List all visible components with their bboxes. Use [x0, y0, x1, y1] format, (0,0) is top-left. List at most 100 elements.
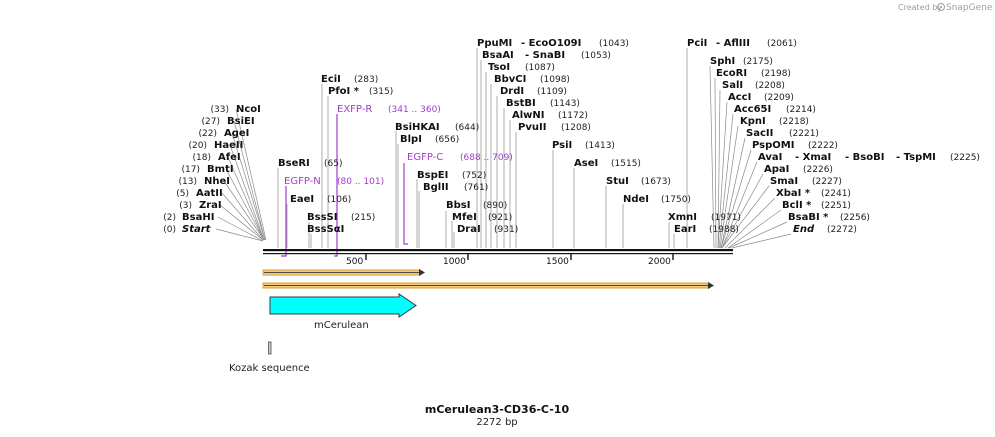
enzyme-position: (2208)	[755, 81, 785, 91]
enzyme-name: - AflIII	[716, 38, 750, 49]
enzyme-site-pvuii[interactable]: PvuII (1208)	[518, 122, 591, 133]
enzyme-site-acc65i[interactable]: Acc65I (2214)	[734, 104, 816, 115]
enzyme-site-ndei[interactable]: NdeI (1750)	[623, 194, 691, 205]
enzyme-position: (2227)	[812, 177, 842, 187]
enzyme-site-alwni[interactable]: AlwNI (1172)	[512, 110, 588, 121]
enzyme-site-ppumi[interactable]: PpuMI - EcoO109I (1043)	[477, 38, 629, 49]
orf-2[interactable]	[262, 282, 714, 289]
enzyme-site-blpi[interactable]: BlpI (656)	[400, 134, 459, 145]
enzyme-site-bmti[interactable]: (17) BmtI	[182, 164, 234, 175]
enzyme-site-eaei[interactable]: EaeI (106)	[290, 194, 351, 205]
enzyme-site-avai[interactable]: AvaI - XmaI - BsoBI - TspMI (2225)	[758, 152, 980, 163]
feature-mcerulean[interactable]: mCerulean	[269, 293, 417, 331]
enzyme-site-bseri[interactable]: BseRI (65)	[278, 158, 342, 169]
enzyme-position: (1087)	[525, 63, 555, 73]
enzyme-site-bsahi[interactable]: (2) BsaHI	[163, 212, 214, 223]
enzyme-site-eari[interactable]: EarI (1988)	[674, 224, 739, 235]
enzyme-site-bsssi[interactable]: BssSI (215)	[307, 212, 375, 223]
enzyme-site-zrai[interactable]: (3) ZraI	[179, 200, 221, 211]
enzyme-site-bspei[interactable]: BspEI (752)	[417, 170, 486, 181]
enzyme-site-sphi[interactable]: SphI (2175)	[710, 56, 773, 67]
enzyme-position: (1172)	[558, 111, 588, 121]
enzyme-site-bbsi[interactable]: BbsI (890)	[446, 200, 507, 211]
enzyme-site-asei[interactable]: AseI (1515)	[574, 158, 641, 169]
enzyme-position: (1043)	[599, 39, 629, 49]
enzyme-position: (1988)	[709, 225, 739, 235]
enzyme-name: BglII	[423, 182, 449, 193]
enzyme-site-bglii[interactable]: BglII (761)	[423, 182, 488, 193]
enzyme-position: (752)	[462, 171, 486, 181]
enzyme-position: (106)	[327, 195, 351, 205]
enzyme-site-ecii[interactable]: EciI (283)	[321, 74, 378, 85]
enzyme-position: (215)	[351, 213, 375, 223]
feature-kozak-sequence[interactable]: Kozak sequence	[229, 341, 310, 374]
enzyme-site-sali[interactable]: SalI (2208)	[722, 80, 785, 91]
enzyme-site-stui[interactable]: StuI (1673)	[606, 176, 671, 187]
enzyme-site-agei[interactable]: (22) AgeI	[199, 128, 250, 139]
enzyme-name: AatII	[196, 188, 223, 199]
enzyme-site-haeii[interactable]: (20) HaeII	[189, 140, 244, 151]
sequence-end-label[interactable]: End (2272)	[793, 224, 857, 235]
enzyme-name: HaeII	[214, 140, 243, 151]
enzyme-name: PfoI *	[328, 86, 360, 97]
enzyme-name: ZraI	[199, 200, 222, 211]
enzyme-position: (2222)	[808, 141, 838, 151]
enzyme-site-sacii[interactable]: SacII (2221)	[746, 128, 819, 139]
enzyme-site-psii[interactable]: PsiI (1413)	[552, 140, 615, 151]
enzyme-site-kpni[interactable]: KpnI (2218)	[740, 116, 809, 127]
enzyme-site-bsaai[interactable]: BsaAI - SnaBI (1053)	[482, 50, 611, 61]
enzyme-name: StuI	[606, 176, 629, 187]
snapgene-brand[interactable]: Created by SnapGene	[898, 3, 993, 13]
enzyme-site-tsoi[interactable]: TsoI (1087)	[488, 62, 555, 73]
enzyme-site-xbai[interactable]: XbaI * (2241)	[776, 188, 851, 199]
enzyme-site-bsssai[interactable]: BssSαI	[307, 224, 344, 235]
enzyme-site-smai[interactable]: SmaI (2227)	[770, 176, 842, 187]
enzyme-name: PpuMI	[477, 38, 512, 49]
enzyme-name: - TspMI	[896, 152, 936, 163]
enzyme-site-pcii[interactable]: PciI - AflIII (2061)	[687, 38, 797, 49]
enzyme-position: (931)	[494, 225, 518, 235]
enzyme-position: (3)	[179, 201, 192, 211]
enzyme-site-bcli[interactable]: BclI * (2251)	[782, 200, 851, 211]
enzyme-site-apai[interactable]: ApaI (2226)	[764, 164, 833, 175]
primer-egfp-c-range: (688 .. 709)	[460, 153, 513, 163]
enzyme-position: (2272)	[827, 225, 857, 235]
enzyme-site-pspomi[interactable]: PspOMI (2222)	[752, 140, 838, 151]
tick-label: 2000	[648, 257, 671, 267]
enzyme-site-xmni[interactable]: XmnI (1971)	[668, 212, 741, 223]
enzyme-position: (1143)	[550, 99, 580, 109]
feature-mcerulean-label: mCerulean	[314, 320, 369, 331]
primer-egfp-n[interactable]: EGFP-N (80 .. 101)	[281, 176, 384, 257]
enzyme-position: (1109)	[537, 87, 567, 97]
enzyme-position: (18)	[193, 153, 211, 163]
enzyme-site-drdi[interactable]: DrdI (1109)	[500, 86, 567, 97]
enzyme-name: SalI	[722, 80, 743, 91]
enzyme-site-bsiei[interactable]: (27) BsiEI	[202, 116, 255, 127]
enzyme-name: AccI	[728, 92, 751, 103]
enzyme-site-drai[interactable]: DraI (931)	[457, 224, 518, 235]
enzyme-site-aatii[interactable]: (5) AatII	[176, 188, 222, 199]
enzyme-site-acci[interactable]: AccI (2209)	[728, 92, 794, 103]
enzyme-site-ecori[interactable]: EcoRI (2198)	[716, 68, 791, 79]
enzyme-position: (1515)	[611, 159, 641, 169]
enzyme-site-bbvci[interactable]: BbvCI (1098)	[494, 74, 570, 85]
enzyme-site-pfoi[interactable]: PfoI * (315)	[328, 86, 393, 97]
enzyme-position: (2)	[163, 213, 176, 223]
enzyme-site-afei[interactable]: (18) AfeI	[193, 152, 241, 163]
enzyme-site-bsabi[interactable]: BsaBI * (2256)	[788, 212, 870, 223]
enzyme-site-ncoi[interactable]: (33) NcoI	[211, 104, 261, 115]
enzyme-site-mfei[interactable]: MfeI (921)	[452, 212, 512, 223]
enzyme-site-bsihkai[interactable]: BsiHKAI (644)	[395, 122, 479, 133]
enzyme-name: MfeI	[452, 212, 477, 223]
enzyme-position: (283)	[354, 75, 378, 85]
enzyme-site-bstbi[interactable]: BstBI (1143)	[506, 98, 580, 109]
sequence-start-label[interactable]: (0) Start	[163, 224, 211, 235]
enzyme-site-nhei[interactable]: (13) NheI	[179, 176, 230, 187]
enzyme-name: BsaHI	[182, 212, 214, 223]
enzyme-position: (2251)	[821, 201, 851, 211]
orf-1[interactable]	[262, 269, 425, 276]
enzyme-name: EarI	[674, 224, 696, 235]
primer-exfp-r[interactable]: EXFP-R (341 .. 360)	[334, 104, 441, 257]
enzyme-name: SphI	[710, 56, 735, 67]
primer-egfp-c[interactable]: EGFP-C (688 .. 709)	[403, 152, 513, 245]
